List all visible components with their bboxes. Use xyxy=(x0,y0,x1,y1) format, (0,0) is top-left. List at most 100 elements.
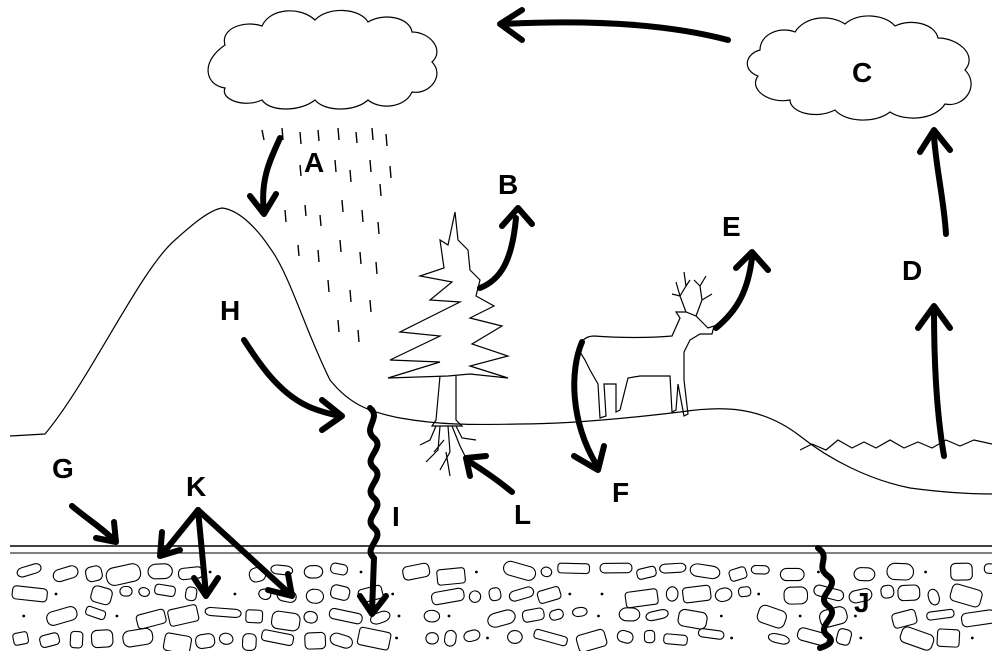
arrow-k-left xyxy=(157,507,201,559)
gravel-dot xyxy=(115,614,119,618)
gravel-dot xyxy=(54,592,58,596)
pebble xyxy=(677,608,708,630)
pebble xyxy=(663,633,688,646)
pebble xyxy=(750,564,770,575)
ground-line xyxy=(9,207,992,495)
pebble xyxy=(119,585,133,597)
pebble xyxy=(329,632,353,649)
deer xyxy=(579,271,715,419)
label-k: K xyxy=(186,471,206,502)
gravel-dot xyxy=(730,636,733,640)
pebble xyxy=(880,584,895,599)
pebble xyxy=(960,609,992,628)
gravel-dot xyxy=(391,592,395,596)
pebble xyxy=(425,632,439,645)
label-j: J xyxy=(854,587,870,618)
pebble xyxy=(681,584,712,604)
pebble xyxy=(697,628,725,640)
pebble xyxy=(488,587,502,602)
pebble xyxy=(548,608,564,621)
pebble xyxy=(616,629,634,644)
arrow-l xyxy=(463,453,515,495)
pebble xyxy=(779,567,805,582)
label-g: G xyxy=(52,453,74,484)
pebble xyxy=(270,610,301,632)
gravel-dot xyxy=(486,636,489,640)
pebble xyxy=(11,585,48,603)
pebble xyxy=(303,610,318,624)
gravel-dot xyxy=(924,570,927,574)
pebble xyxy=(540,566,553,578)
gravel-dot xyxy=(719,614,723,618)
arrow-h xyxy=(241,337,345,433)
lake-surface xyxy=(799,439,992,451)
pebble xyxy=(618,607,641,622)
pebble xyxy=(645,609,669,622)
pebble xyxy=(218,632,234,645)
gravel-dot xyxy=(798,614,802,618)
gravel-dot xyxy=(859,636,863,640)
pebble xyxy=(90,585,113,606)
pebble xyxy=(557,562,591,575)
pebble xyxy=(84,605,107,621)
pebble xyxy=(756,604,787,629)
label-h: H xyxy=(220,295,240,326)
pebble xyxy=(949,583,983,608)
pebble xyxy=(835,628,853,646)
pebble xyxy=(899,626,935,651)
arrow-g xyxy=(69,503,119,545)
arrow-e xyxy=(713,249,771,331)
pebble xyxy=(536,586,562,604)
pebble xyxy=(927,588,940,606)
pebble xyxy=(402,562,431,581)
gravel-dot xyxy=(233,592,237,596)
pebble xyxy=(575,628,608,651)
pebble xyxy=(891,608,918,629)
arrow-j xyxy=(815,545,835,651)
pebble xyxy=(571,606,588,618)
pebble xyxy=(69,630,84,649)
gravel-dot xyxy=(817,570,820,574)
gravel-dot xyxy=(757,592,761,596)
pebble xyxy=(737,586,752,598)
gravel-dot xyxy=(447,614,451,618)
pebble xyxy=(204,606,242,619)
pebble xyxy=(167,604,200,627)
pebble xyxy=(304,631,327,650)
rain-cloud xyxy=(207,9,438,110)
cloud-c xyxy=(746,15,972,121)
pebble xyxy=(90,629,114,649)
pebble xyxy=(643,629,656,644)
pebble xyxy=(659,562,687,574)
pebble xyxy=(147,563,173,580)
pebble xyxy=(926,608,955,621)
label-i: I xyxy=(392,501,400,532)
pebble xyxy=(105,563,142,586)
pebble xyxy=(689,563,721,580)
pebble xyxy=(260,629,295,647)
pebble xyxy=(195,633,216,650)
gravel-dot xyxy=(395,636,398,640)
pebble xyxy=(122,627,154,648)
pebble xyxy=(853,567,876,582)
pebble xyxy=(507,630,523,644)
gravel-dot xyxy=(359,570,363,574)
arrow-k-middle xyxy=(191,507,221,599)
arrows xyxy=(69,7,953,651)
rain-streaks xyxy=(261,127,392,343)
pebble xyxy=(423,609,441,623)
pebble xyxy=(783,586,809,605)
pebble xyxy=(241,633,257,651)
label-l: L xyxy=(514,499,531,530)
gravel-dot xyxy=(600,592,604,596)
arrow-i xyxy=(357,405,389,617)
pebble xyxy=(39,632,61,648)
rock-layer xyxy=(10,545,992,651)
pebble xyxy=(848,588,873,604)
pebble xyxy=(16,563,42,578)
pebble xyxy=(162,632,193,651)
pebble xyxy=(624,588,659,609)
arrow-b xyxy=(477,205,535,291)
label-c: C xyxy=(852,57,872,88)
